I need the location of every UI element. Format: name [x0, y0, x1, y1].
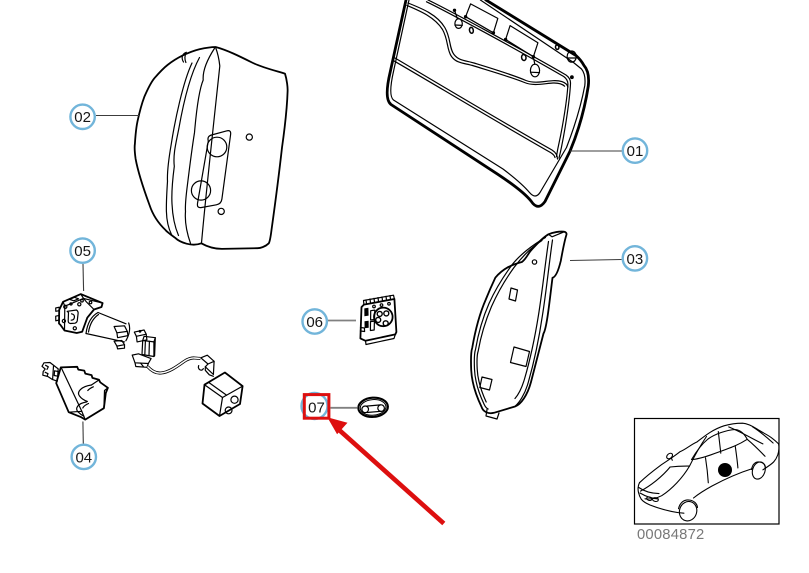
svg-text:03: 03: [627, 251, 644, 268]
svg-text:05: 05: [74, 243, 91, 260]
svg-text:06: 06: [306, 314, 323, 331]
svg-text:00084872: 00084872: [637, 527, 704, 543]
svg-text:02: 02: [74, 109, 91, 126]
svg-text:07: 07: [308, 400, 325, 417]
svg-text:01: 01: [627, 143, 644, 160]
svg-text:04: 04: [75, 449, 92, 466]
